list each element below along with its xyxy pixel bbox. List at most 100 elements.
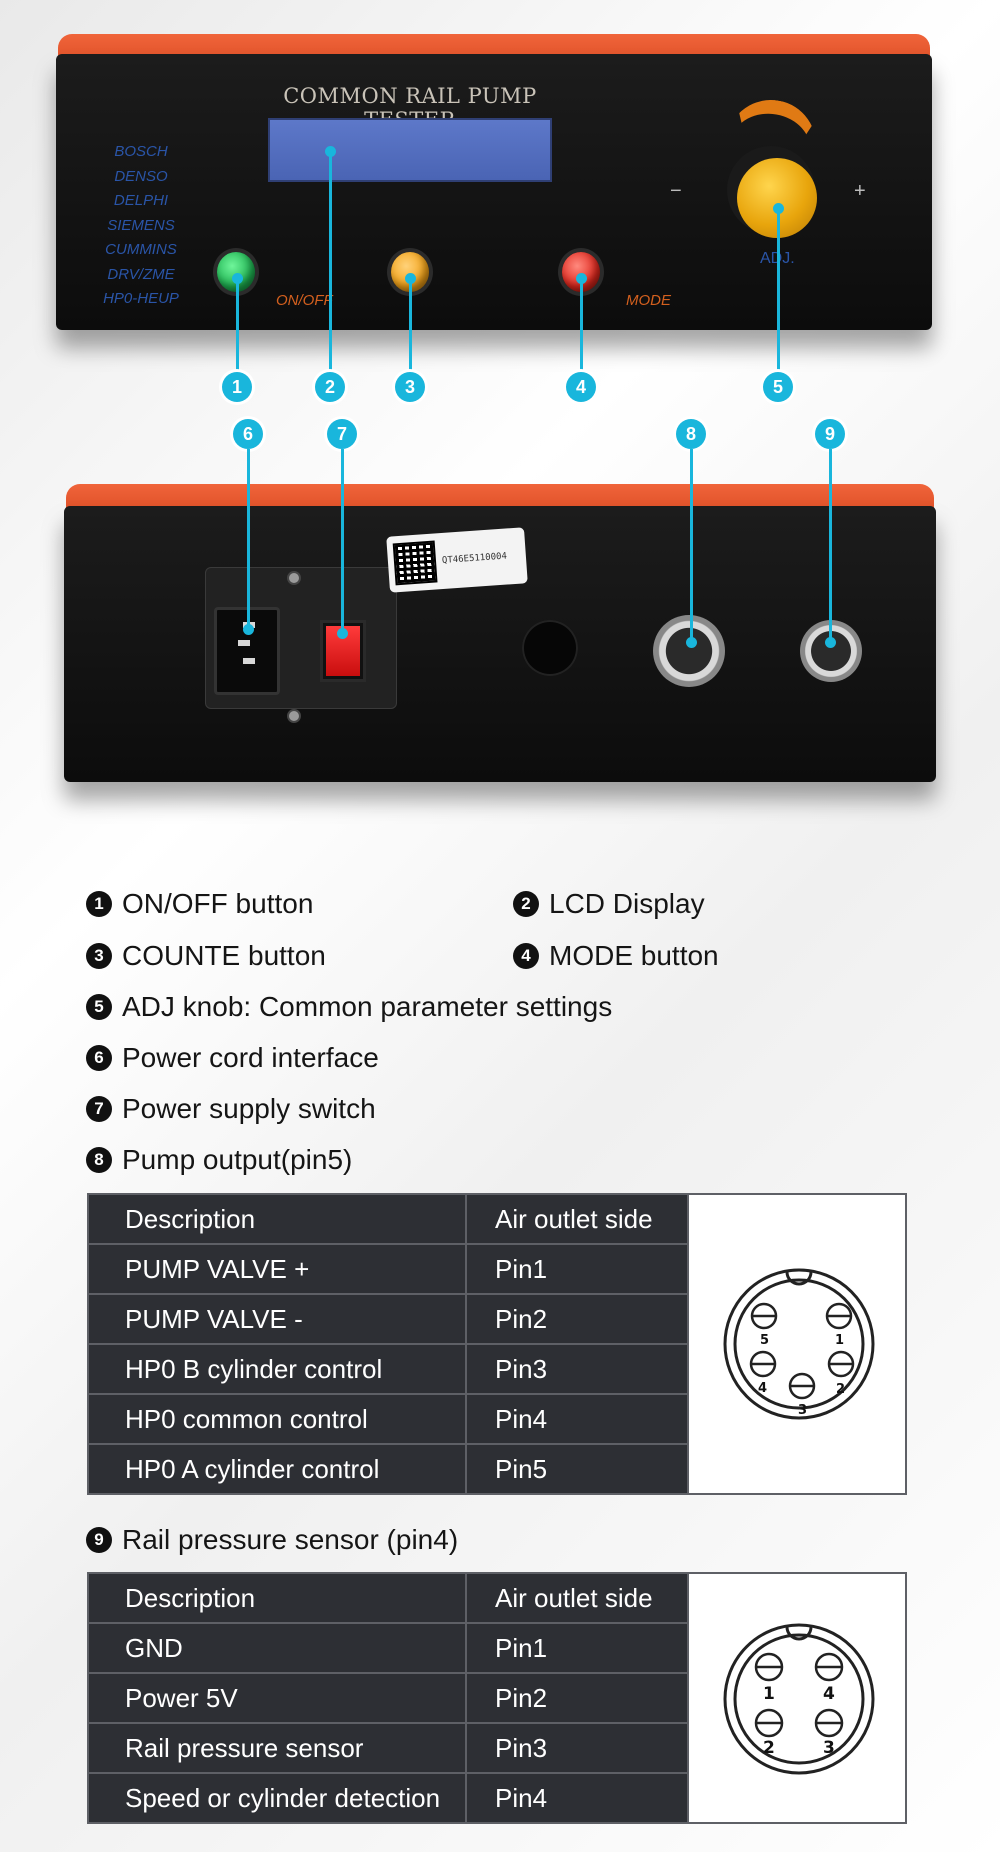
legend-item: 9 Rail pressure sensor (pin4) [86, 1524, 458, 1556]
pump-connector-diagram-cell: 1 2 3 4 5 [687, 1193, 907, 1495]
lcd-display [268, 118, 552, 182]
table-header-cell: Description [87, 1572, 467, 1624]
table-header-row: Description Air outlet side 1 2 3 4 [87, 1193, 907, 1495]
table-cell: GND [87, 1622, 467, 1674]
callout-badge-4: 4 [566, 372, 596, 402]
table-cell: HP0 common control [87, 1393, 467, 1445]
callout-3-line [409, 278, 412, 372]
callout-7-line [341, 449, 344, 631]
pump-output-table: Description Air outlet side 1 2 3 4 [87, 1193, 907, 1495]
table-cell: Rail pressure sensor [87, 1722, 467, 1774]
table-cell: HP0 B cylinder control [87, 1343, 467, 1395]
callout-badge-8: 8 [676, 419, 706, 449]
callout-8-line [690, 449, 693, 641]
callout-badge-2: 2 [315, 372, 345, 402]
table-row: PUMP VALVE +Pin1 [87, 1243, 906, 1295]
callout-badge-7: 7 [327, 419, 357, 449]
callout-1-line [236, 278, 239, 372]
legend-number: 5 [86, 994, 112, 1020]
table-cell: Power 5V [87, 1672, 467, 1724]
legend-text: LCD Display [549, 888, 705, 919]
brand-item: DELPHI [113, 192, 169, 209]
callout-badge-6: 6 [233, 419, 263, 449]
brand-item: CUMMINS [105, 241, 177, 258]
brand-list: BOSCH DENSO DELPHI SIEMENS CUMMINS DRV/Z… [100, 140, 182, 312]
screw-icon [287, 571, 301, 585]
table-cell: Speed or cylinder detection [87, 1772, 467, 1824]
legend-text: Pump output(pin5) [122, 1144, 353, 1175]
rail-pressure-sensor-table: Description Air outlet side 1 2 3 4 [87, 1572, 907, 1824]
pin-label: 5 [760, 1333, 769, 1348]
sensor-connector-diagram-cell: 1 2 3 4 [687, 1572, 907, 1824]
legend-text: Rail pressure sensor (pin4) [122, 1524, 459, 1555]
serial-sticker: QT46E5110004 [386, 527, 528, 593]
pump-output-connector[interactable] [653, 615, 725, 687]
minus-label: − [670, 180, 682, 202]
table-header-cell: Air outlet side [465, 1193, 689, 1245]
legend-number: 1 [86, 891, 112, 917]
table-cell: Pin4 [465, 1393, 689, 1445]
callout-9-line [829, 449, 832, 641]
blank-port [522, 620, 578, 676]
legend-item: 4 MODE button [513, 940, 719, 972]
callout-badge-5: 5 [763, 372, 793, 402]
table-cell: Pin1 [465, 1243, 689, 1295]
legend-text: MODE button [549, 940, 719, 971]
callout-8-anchor [686, 637, 697, 648]
pin-label: 1 [763, 1684, 775, 1704]
legend-text: Power cord interface [122, 1042, 379, 1073]
callout-badge-9: 9 [815, 419, 845, 449]
pin-label: 1 [835, 1333, 844, 1348]
legend-number: 3 [86, 943, 112, 969]
legend-number: 6 [86, 1045, 112, 1071]
table-cell: Pin1 [465, 1622, 689, 1674]
brand-item: SIEMENS [107, 216, 175, 234]
table-header-cell: Description [87, 1193, 467, 1245]
legend-text: ADJ knob: Common parameter settings [122, 991, 613, 1022]
pin-label: 3 [823, 1738, 835, 1758]
pin-label: 2 [836, 1382, 845, 1397]
table-cell: Pin3 [465, 1343, 689, 1395]
table-cell: Pin3 [465, 1722, 689, 1774]
table-row: PUMP VALVE -Pin2 [87, 1293, 906, 1345]
table-cell: PUMP VALVE - [87, 1293, 467, 1345]
legend-number: 2 [513, 891, 539, 917]
legend-item: 5 ADJ knob: Common parameter settings [86, 991, 612, 1023]
legend-item: 8 Pump output(pin5) [86, 1144, 352, 1176]
brand-item: HP0-HEUP [103, 290, 179, 307]
callout-badge-1: 1 [222, 372, 252, 402]
legend-item: 6 Power cord interface [86, 1042, 379, 1074]
legend-item: 3 COUNTE button [86, 940, 326, 972]
legend-text: COUNTE button [122, 940, 326, 971]
brand-item: DENSO [114, 167, 168, 185]
legend-item: 2 LCD Display [513, 888, 705, 920]
legend-number: 7 [86, 1096, 112, 1122]
table-cell: HP0 A cylinder control [87, 1443, 467, 1495]
callout-4-line [580, 278, 583, 372]
screw-icon [287, 709, 301, 723]
legend-number: 8 [86, 1147, 112, 1173]
callout-6-line [247, 449, 250, 627]
legend-number: 9 [86, 1527, 112, 1553]
plus-label: + [854, 180, 866, 202]
table-cell: Pin2 [465, 1293, 689, 1345]
callout-7-anchor [337, 628, 348, 639]
table-cell: Pin5 [465, 1443, 689, 1495]
legend-item: 7 Power supply switch [86, 1093, 376, 1125]
pin-label: 4 [823, 1684, 835, 1704]
qr-code-icon [392, 540, 438, 586]
brand-item: BOSCH [114, 143, 168, 160]
callout-2-line [329, 151, 332, 372]
legend-item: 1 ON/OFF button [86, 888, 313, 920]
table-header-cell: Air outlet side [465, 1572, 689, 1624]
mode-label: MODE [626, 292, 671, 309]
callout-badge-3: 3 [395, 372, 425, 402]
pin-label: 3 [798, 1403, 807, 1418]
brand-item: DRV/ZME [107, 265, 175, 283]
